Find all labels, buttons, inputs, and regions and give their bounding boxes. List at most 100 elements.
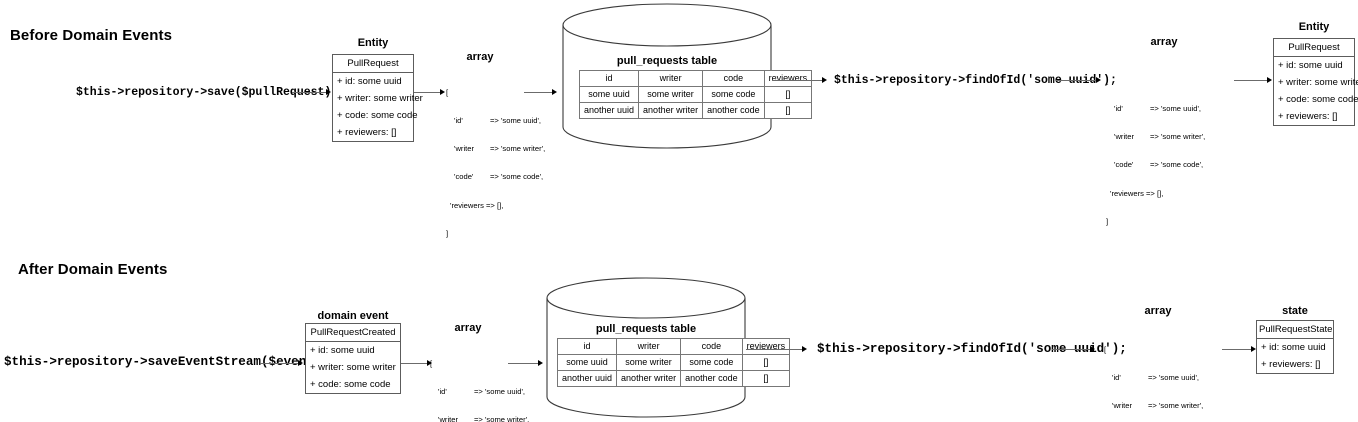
cell-reviewers: [] <box>741 354 791 371</box>
cell-reviewers: [] <box>741 370 791 387</box>
section-title-after: After Domain Events <box>18 261 168 278</box>
class-box-title: PullRequest <box>333 55 413 73</box>
arrow-head-find-to-array-after <box>1090 345 1095 352</box>
class-box-row-id: + id: some uuid <box>337 76 402 87</box>
column-header-code: code <box>702 70 765 87</box>
class-box-row-code: + code: some code <box>310 379 391 390</box>
array-entry-code: 'code'=> 'some code', <box>454 172 544 182</box>
array-close-bracket: ] <box>446 228 449 238</box>
class-box-row-writer: + writer: some writer <box>337 93 423 104</box>
cell-reviewers: [] <box>763 86 813 103</box>
array-entry-code: 'code'=> 'some code', <box>1114 160 1204 170</box>
class-box-pullrequest-before: PullRequest + id: some uuid + writer: so… <box>332 54 423 142</box>
arrow-head-db-to-find-after <box>802 345 807 352</box>
class-box-row-id: + id: some uuid <box>1278 60 1343 71</box>
cell-writer: another writer <box>638 102 704 119</box>
table-header-row: id writer code reviewers <box>578 70 813 87</box>
arrow-head-array-to-db-before <box>552 88 557 95</box>
array-open-bracket: [ <box>1106 75 1109 85</box>
array-entry-id: 'id'=> 'some uuid', <box>438 387 526 397</box>
class-box-row-writer: + writer: some writer <box>310 362 396 373</box>
class-box-title: PullRequestCreated <box>306 324 400 342</box>
column-header-writer: writer <box>638 70 704 87</box>
class-box-pullrequestcreated-after: PullRequestCreated + id: some uuid + wri… <box>305 323 401 394</box>
arrow-head-find-to-array-before <box>1096 76 1101 83</box>
class-box-title: PullRequestState <box>1257 321 1333 339</box>
arrow-array-to-entity-before <box>1234 80 1267 81</box>
arrow-head-db-to-find-before <box>822 76 827 83</box>
cell-writer: some writer <box>638 86 704 103</box>
table-row: some uuid some writer some code [] <box>578 86 813 103</box>
column-header-reviewers: reviewers <box>741 338 791 355</box>
arrow-find-to-array-before <box>1056 80 1096 81</box>
db-table-title-before: pull_requests table <box>616 55 718 67</box>
array-entry-writer: 'writer=> 'some writer', <box>1114 132 1206 142</box>
column-header-code: code <box>680 338 743 355</box>
table-row: another uuid another writer another code… <box>556 370 791 387</box>
arrow-save-to-event-after <box>260 363 298 364</box>
array-open-bracket: [ <box>1104 344 1107 354</box>
arrow-array-to-db-after <box>508 363 538 364</box>
array-entry-writer: 'writer=> 'some writer', <box>438 415 530 422</box>
caption-array-left-after: array <box>454 322 482 334</box>
arrow-save-to-entity-before <box>292 92 326 93</box>
class-box-row-id: + id: some uuid <box>310 345 375 356</box>
array-entry-id: 'id'=> 'some uuid', <box>1114 104 1202 114</box>
class-box-title: PullRequest <box>1274 39 1354 57</box>
column-header-reviewers: reviewers <box>763 70 813 87</box>
table-row: some uuid some writer some code [] <box>556 354 791 371</box>
column-header-id: id <box>556 338 618 355</box>
array-block-left-before: [ 'id'=> 'some uuid', 'writer=> 'some wr… <box>446 69 545 257</box>
class-box-row-writer: + writer: some writer <box>1278 77 1358 88</box>
class-box-row-code: + code: some code <box>1278 94 1358 105</box>
db-table-after: id writer code reviewers some uuid some … <box>556 338 791 387</box>
code-label-save-before: $this->repository->save($pullRequest); <box>76 86 339 99</box>
arrow-event-to-array-after <box>401 363 427 364</box>
arrow-entity-to-array-before <box>414 92 440 93</box>
array-open-bracket: [ <box>446 87 449 97</box>
table-row: another uuid another writer another code… <box>578 102 813 119</box>
arrow-array-to-state-after <box>1222 349 1251 350</box>
class-box-pullrequeststate-after: PullRequestState + id: some uuid + revie… <box>1256 320 1334 374</box>
arrow-db-to-find-before <box>772 80 822 81</box>
caption-array-left-before: array <box>466 51 494 63</box>
code-label-find-after: $this->repository->findOfId('some uuid')… <box>817 342 1127 356</box>
column-header-id: id <box>578 70 640 87</box>
class-box-row-id: + id: some uuid <box>1261 342 1326 353</box>
cell-code: some code <box>680 354 743 371</box>
array-entry-reviewers: 'reviewers=> [], <box>1110 188 1164 198</box>
array-entry-id: 'id'=> 'some uuid', <box>454 116 542 126</box>
class-box-row-reviewers: + reviewers: [] <box>1278 111 1338 122</box>
column-header-writer: writer <box>616 338 682 355</box>
caption-array-right-before: array <box>1150 36 1178 48</box>
array-block-right-before: [ 'id'=> 'some uuid', 'writer=> 'some wr… <box>1106 57 1205 245</box>
arrow-find-to-array-after <box>1052 349 1090 350</box>
caption-domain-event-after: domain event <box>317 310 389 322</box>
cell-id: some uuid <box>578 86 640 103</box>
cell-code: another code <box>680 370 743 387</box>
array-close-bracket: ] <box>1106 216 1109 226</box>
class-box-row-reviewers: + reviewers: [] <box>337 127 397 138</box>
arrow-array-to-db-before <box>524 92 552 93</box>
section-title-before: Before Domain Events <box>10 27 173 44</box>
class-box-pullrequest-right-before: PullRequest + id: some uuid + writer: so… <box>1273 38 1358 126</box>
array-entry-writer: 'writer=> 'some writer', <box>1112 401 1204 411</box>
array-block-left-after: [ 'id'=> 'some uuid', 'writer=> 'some wr… <box>430 340 529 422</box>
arrow-head-event-to-array-after <box>427 359 432 366</box>
arrow-head-save-to-event-after <box>298 359 303 366</box>
arrow-db-to-find-after <box>746 349 802 350</box>
cell-code: some code <box>702 86 765 103</box>
table-header-row: id writer code reviewers <box>556 338 791 355</box>
array-open-bracket: [ <box>430 358 433 368</box>
cell-writer: another writer <box>616 370 682 387</box>
class-box-row-code: + code: some code <box>337 110 418 121</box>
cell-writer: some writer <box>616 354 682 371</box>
array-entry-writer: 'writer=> 'some writer', <box>454 144 546 154</box>
caption-entity-before: Entity <box>357 37 389 49</box>
array-entry-reviewers: 'reviewers=> [], <box>450 200 504 210</box>
db-table-title-after: pull_requests table <box>595 323 697 335</box>
arrow-head-array-to-entity-before <box>1267 76 1272 83</box>
arrow-head-array-to-state-after <box>1251 345 1256 352</box>
cell-code: another code <box>702 102 765 119</box>
